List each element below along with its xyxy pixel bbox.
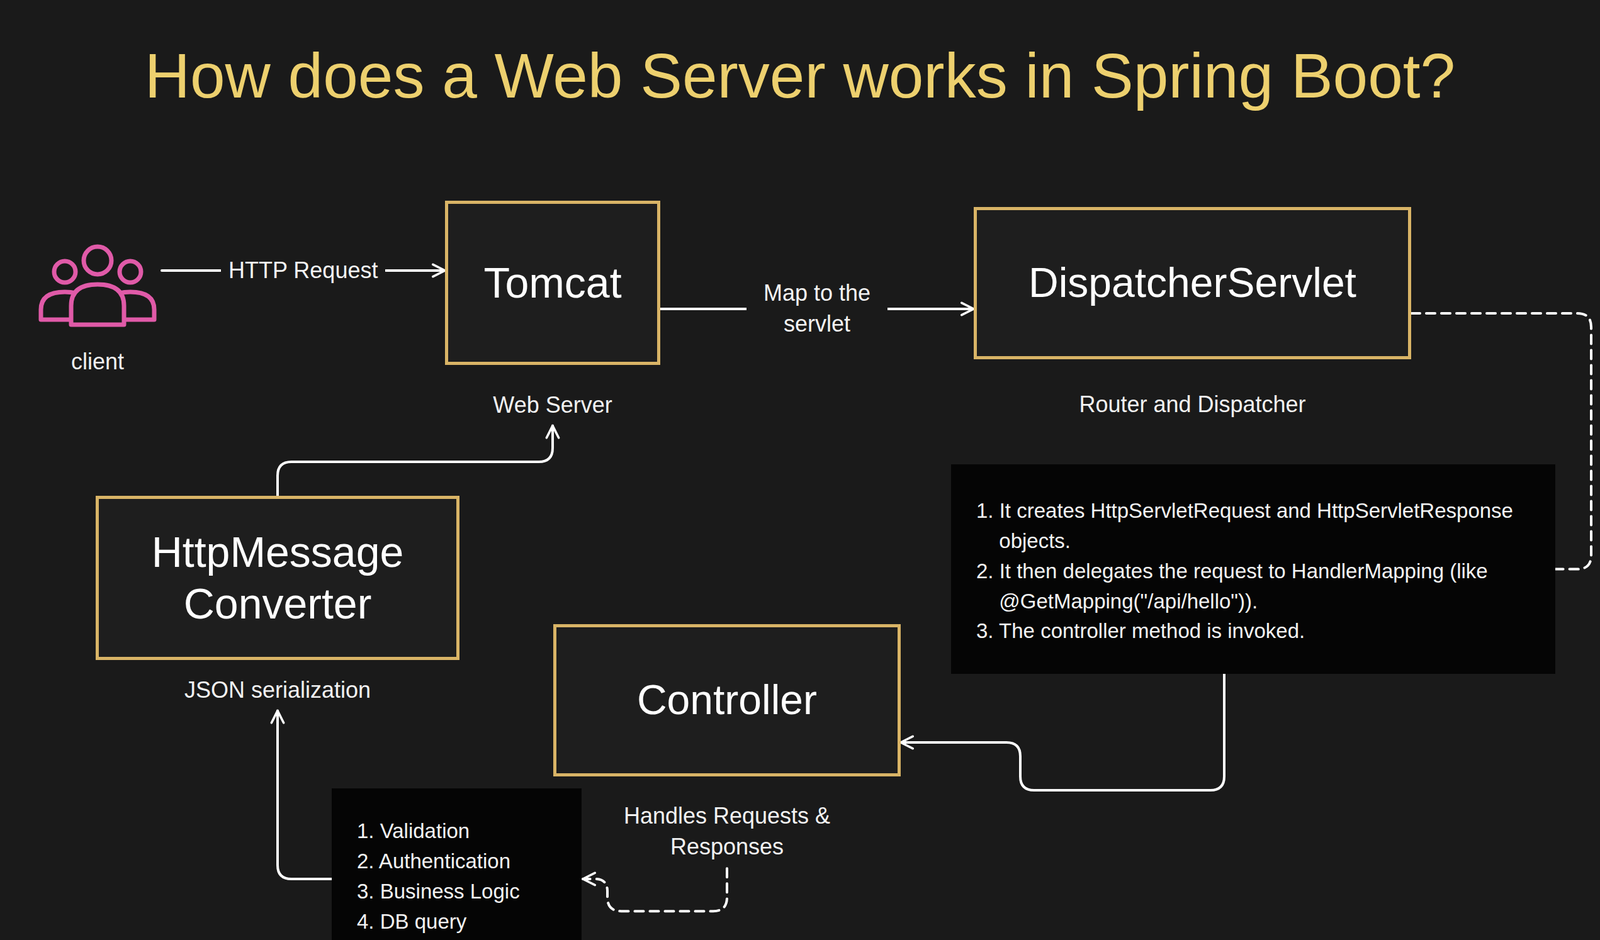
box-title: Tomcat: [483, 257, 622, 310]
box-title: HttpMessage Converter: [117, 526, 438, 630]
edge-label: HTTP Request: [220, 254, 386, 288]
box-caption: Web Server: [492, 390, 612, 422]
person-head: [119, 261, 141, 283]
tasks-note: 1. Validation2. Authentication3. Busines…: [331, 788, 582, 940]
note-item: 1. It creates HttpServletRequest and Htt…: [976, 495, 1531, 557]
flow-arrow: [900, 674, 1225, 791]
person-head: [54, 261, 76, 283]
dashed-connector: [582, 868, 727, 912]
person-body: [71, 284, 124, 325]
controller-box: ControllerHandles Requests & Responses: [553, 624, 901, 863]
client-group: client: [34, 239, 161, 378]
box-title: Controller: [636, 675, 817, 726]
note-item: 3. Business Logic: [356, 876, 570, 908]
diagram-title: How does a Web Server works in Spring Bo…: [0, 37, 1600, 114]
converter-box: HttpMessage ConverterJSON serialization: [95, 495, 460, 707]
box-frame: Controller: [553, 624, 901, 777]
box-frame: DispatcherServlet: [973, 207, 1412, 360]
box-title: DispatcherServlet: [1028, 258, 1357, 308]
flow-arrow: [277, 711, 332, 880]
box-frame: HttpMessage Converter: [95, 495, 460, 661]
flow-arrow: [277, 426, 553, 496]
note-item: 3. The controller method is invoked.: [976, 616, 1531, 647]
dispatcher-box: DispatcherServletRouter and Dispatcher: [973, 207, 1412, 421]
note-item: 4. DB query: [356, 907, 570, 938]
box-caption: client: [71, 346, 124, 378]
box-caption: Handles Requests & Responses: [594, 801, 860, 863]
people-icon: [34, 239, 161, 331]
person-head: [83, 246, 112, 275]
edge-label: Map to the servlet: [746, 276, 888, 341]
box-caption: JSON serialization: [184, 675, 371, 707]
note-item: 2. It then delegates the request to Hand…: [976, 556, 1531, 617]
note-item: 1. Validation: [356, 816, 570, 847]
web-server-box: TomcatWeb Server: [445, 200, 661, 422]
steps-note: 1. It creates HttpServletRequest and Htt…: [951, 464, 1556, 675]
box-caption: Router and Dispatcher: [1078, 389, 1306, 421]
box-frame: Tomcat: [445, 200, 661, 366]
note-item: 2. Authentication: [356, 846, 570, 877]
